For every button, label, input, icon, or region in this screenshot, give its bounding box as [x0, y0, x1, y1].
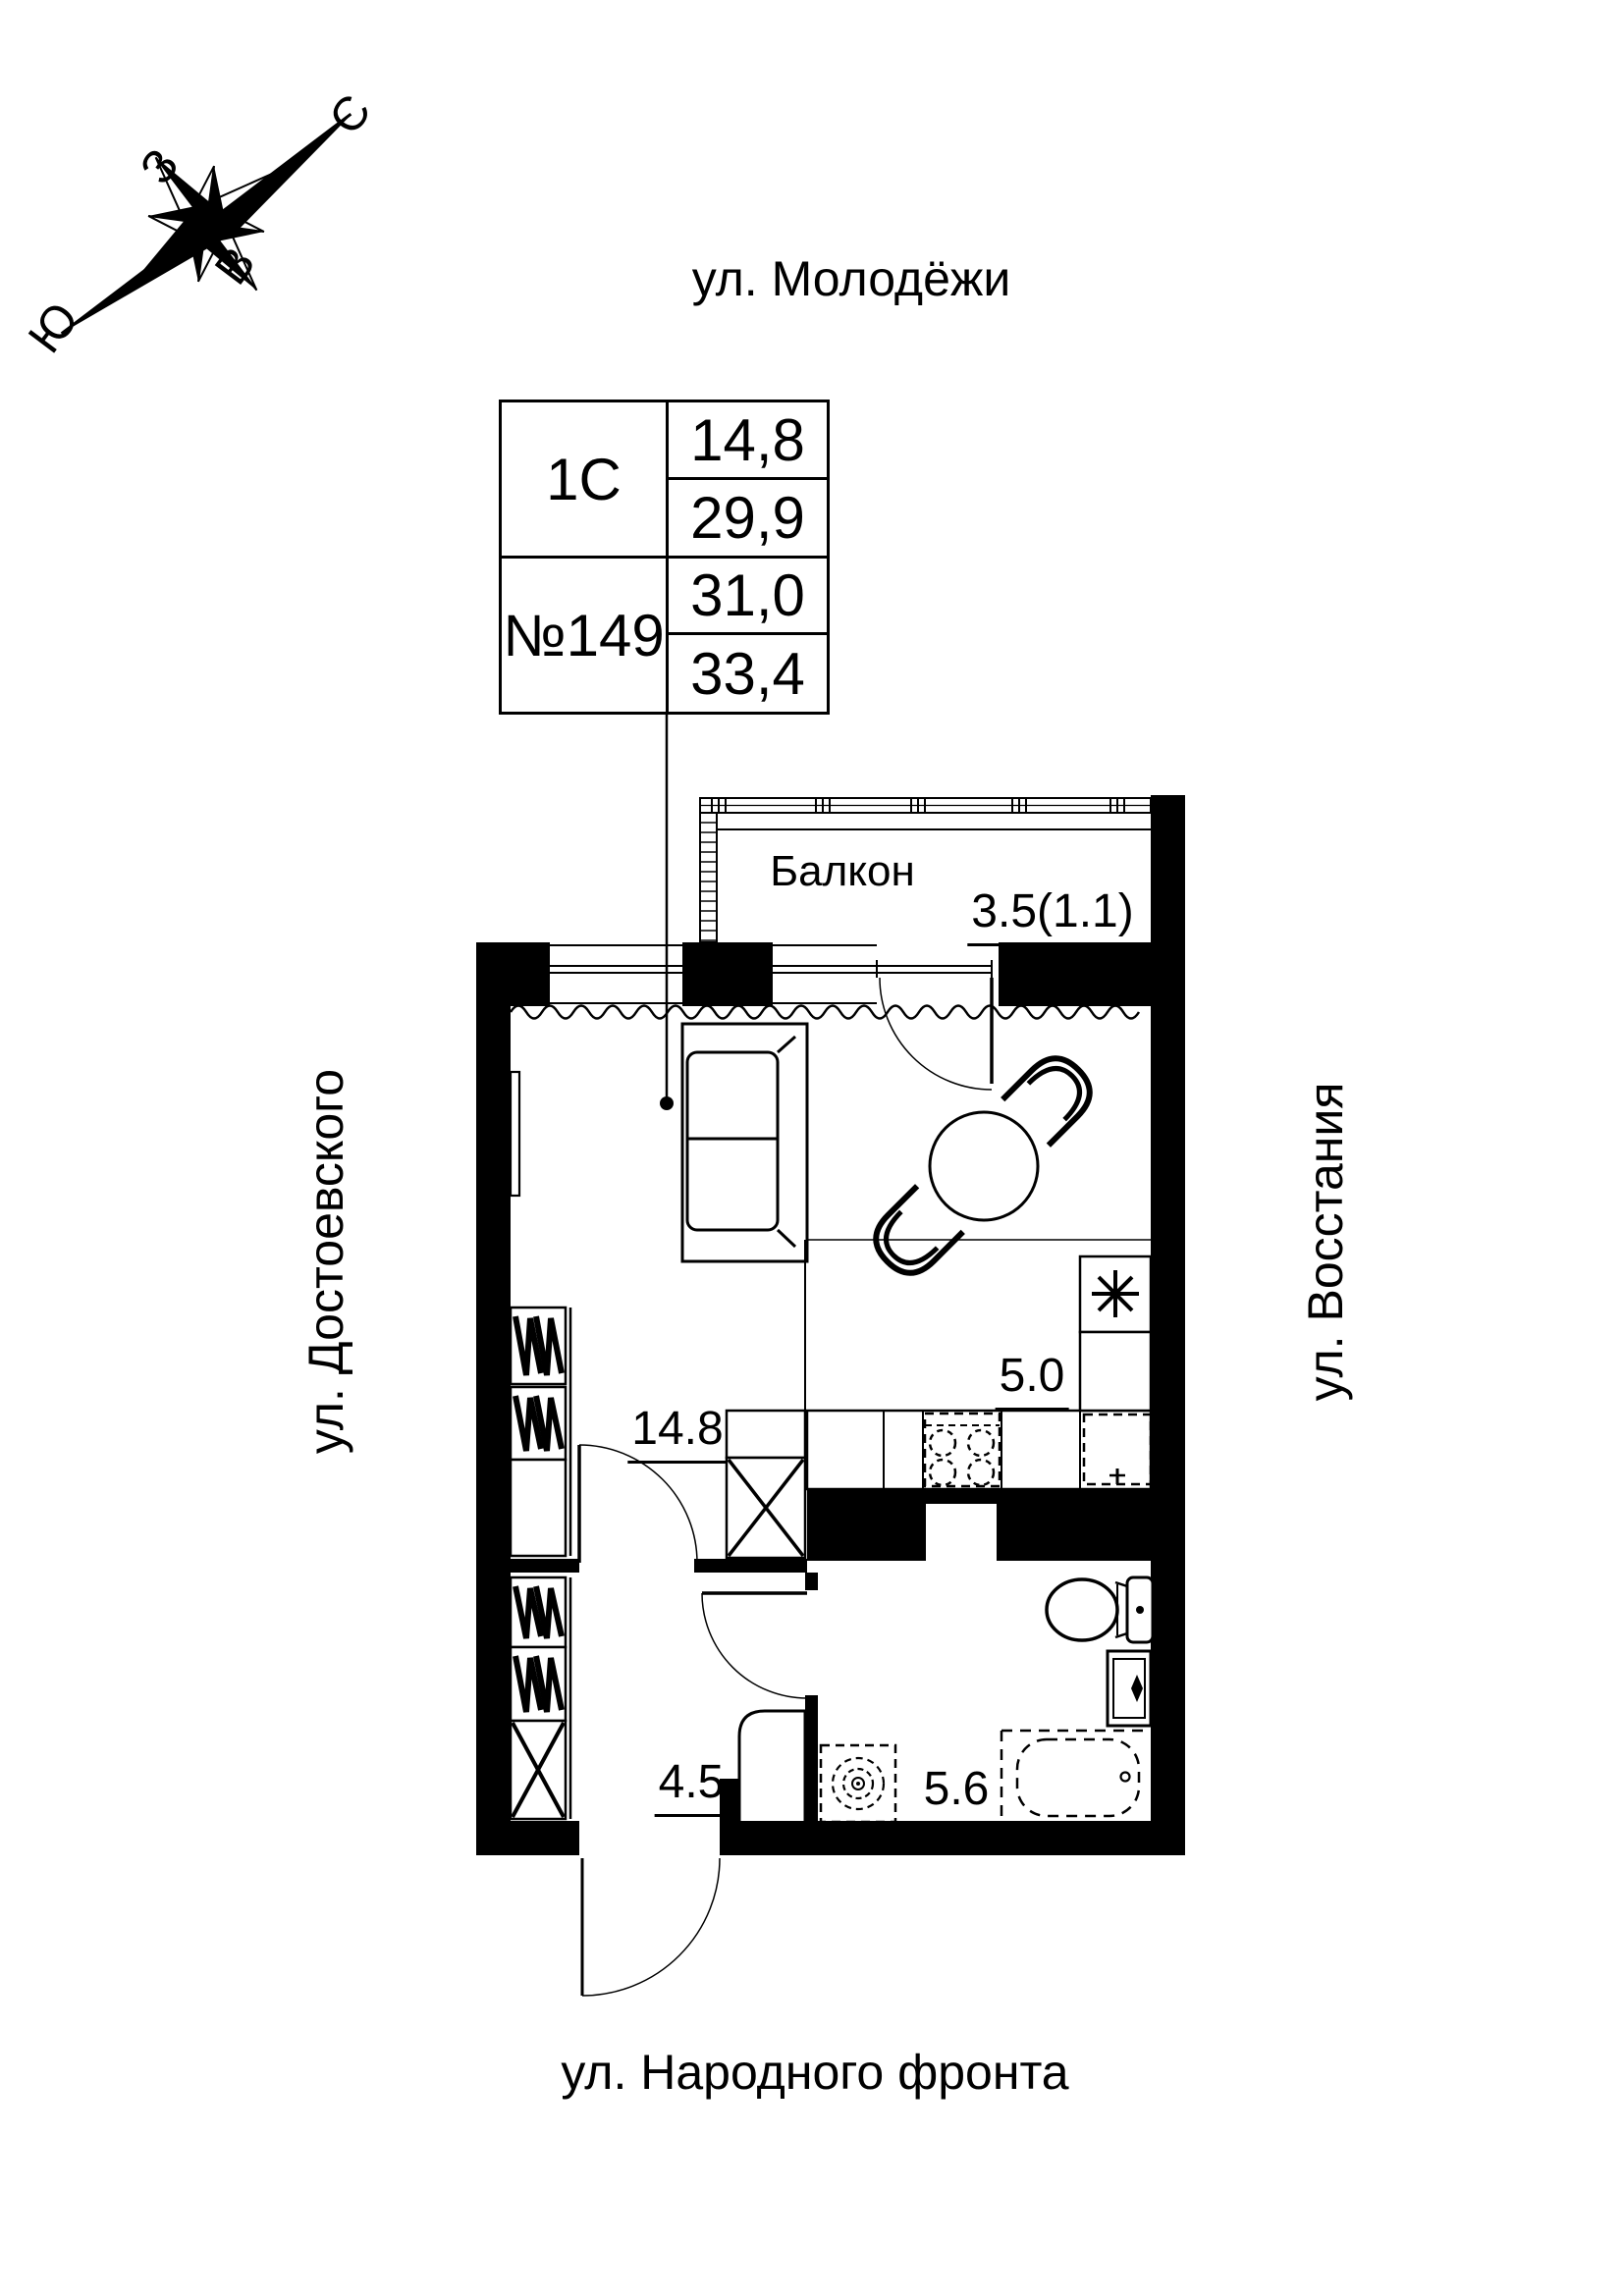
chair-1 — [1001, 1055, 1093, 1148]
wall-livingroom-stub — [511, 1559, 579, 1573]
radiator-wavy-line — [509, 1004, 1141, 1020]
doors — [577, 977, 994, 1997]
street-label-bottom: ул. Народного фронта — [561, 2045, 1069, 2100]
kitchen-sink — [1082, 1413, 1153, 1486]
balcony-side-wall-hatch — [700, 822, 717, 941]
kitchen — [725, 1239, 1153, 1560]
refrigerator — [1078, 1255, 1153, 1334]
refrigerator-asterisk-icon — [1092, 1270, 1139, 1317]
street-label-left: ул. Достоевского — [298, 1068, 353, 1455]
washing-machine — [819, 1743, 897, 1824]
wall-top-seg1 — [476, 942, 550, 1006]
wall-top-seg2 — [682, 942, 773, 1006]
unit-area-value-2: 29,9 — [669, 480, 827, 559]
kitchen-area-label: 5.0 — [995, 1349, 1069, 1411]
balcony-area-label: 3.5(1.1) — [967, 884, 1138, 946]
bathtub — [1000, 1729, 1151, 1821]
wall-left — [476, 942, 511, 1855]
wall-kitchen-bath-left — [807, 1504, 926, 1561]
balcony-name-label: Балкон — [770, 847, 915, 895]
street-label-right: ул. Восстания — [1298, 1082, 1353, 1402]
wardrobes — [509, 1306, 572, 1821]
wall-entry-jamb — [720, 1779, 739, 1821]
bathroom — [737, 1575, 1155, 1824]
balcony-door — [879, 977, 994, 1091]
wall-bath-left-bottom — [805, 1695, 818, 1821]
wall-bath-left-top — [805, 1573, 818, 1590]
faucet-diamond-icon — [1131, 1675, 1143, 1702]
unit-number-cell: №149 — [502, 559, 669, 712]
kitchen-counter — [805, 1409, 1153, 1491]
walls — [476, 795, 1185, 1855]
living-room-door — [577, 1444, 698, 1564]
bath-sink — [1106, 1649, 1153, 1728]
bathroom-area-label: 5.6 — [919, 1762, 994, 1824]
dining-table — [928, 1110, 1040, 1222]
unit-info-table: 1С 14,8 29,9 №149 31,0 33,4 — [499, 400, 830, 715]
radiator-panel — [509, 1070, 521, 1198]
counter-end-cabinet — [725, 1409, 807, 1460]
entrance-door — [580, 1857, 721, 1997]
wall-kitchen-bath-right — [997, 1489, 1151, 1561]
stove — [923, 1412, 1001, 1488]
balcony-rail-mullions — [711, 798, 1125, 813]
wardrobe-hatch — [513, 1315, 565, 1713]
toilet — [1045, 1575, 1155, 1644]
wall-top-seg3 — [999, 942, 1185, 1006]
chair-2 — [873, 1184, 965, 1276]
unit-type-cell: 1С — [502, 402, 669, 559]
unit-area-value-1: 14,8 — [669, 402, 827, 480]
wall-bottom-seg2 — [720, 1821, 1185, 1855]
kitchen-tall-cabinet — [1078, 1330, 1153, 1413]
leader-line — [660, 713, 674, 1110]
sofa — [680, 1022, 809, 1263]
unit-area-value-3: 31,0 — [669, 559, 827, 635]
wall-mid — [694, 1559, 807, 1573]
balcony-structure — [699, 797, 1152, 943]
hall-area-label: 4.5 — [654, 1755, 729, 1817]
bathroom-door — [701, 1591, 808, 1699]
wardrobe-x-box — [511, 1722, 566, 1818]
balcony-side-wall — [699, 812, 718, 943]
street-label-top: ул. Молодёжи — [691, 251, 1011, 306]
living-room-area-label: 14.8 — [627, 1402, 728, 1464]
hall-cabinet — [737, 1709, 807, 1821]
compass-rose — [60, 112, 352, 336]
compass-needle-blade — [63, 116, 351, 333]
counter-x-box — [725, 1456, 807, 1560]
wall-kitchen-bath-strip — [807, 1489, 999, 1504]
wall-bottom-seg1 — [476, 1821, 579, 1855]
unit-area-value-4: 33,4 — [690, 640, 805, 707]
windows — [550, 944, 993, 1004]
